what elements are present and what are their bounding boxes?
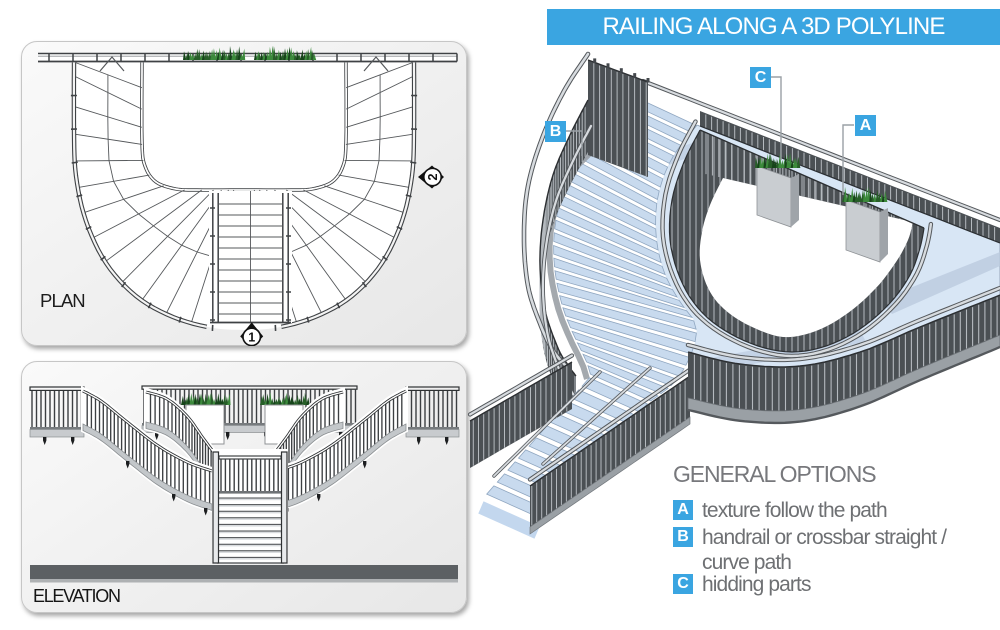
svg-text:1: 1 [248, 330, 255, 344]
svg-text:2: 2 [426, 173, 440, 180]
svg-text:ELEVATION: ELEVATION [33, 586, 120, 606]
